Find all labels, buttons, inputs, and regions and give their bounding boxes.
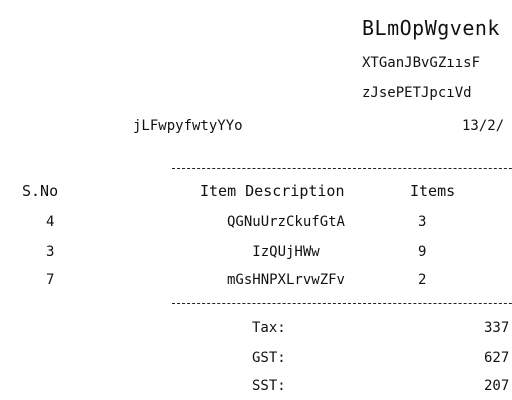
column-header-sno: S.No [22, 182, 59, 200]
row-3-qty: 2 [418, 272, 427, 288]
bottom-divider [172, 303, 512, 304]
column-header-items: Items [410, 182, 456, 200]
sst-value: 207 [484, 378, 510, 394]
receipt-date: 13/2/ [462, 118, 505, 134]
row-3-description: mGsHNPXLrvwZFv [226, 272, 345, 288]
tax-value: 337 [484, 320, 510, 336]
row-3-sno: 7 [46, 272, 55, 288]
tax-label: Tax: [252, 320, 286, 336]
gst-value: 627 [484, 350, 510, 366]
row-1-qty: 3 [418, 214, 427, 230]
store-name: BLmOpWgvenk [362, 16, 500, 40]
row-2-qty: 9 [418, 244, 427, 260]
row-1-sno: 4 [46, 214, 55, 230]
top-divider [172, 168, 512, 169]
gst-label: GST: [252, 350, 286, 366]
row-2-sno: 3 [46, 244, 55, 260]
header-line-2: zJsePETJpcıVd [362, 85, 472, 101]
header-line-1: XTGanJBvGZıısF [362, 55, 481, 71]
sst-label: SST: [252, 378, 286, 394]
customer-name: jLFwpyfwtyYYo [133, 118, 243, 134]
row-1-description: QGNuUrzCkufGtA [226, 214, 345, 230]
column-header-description: Item Description [200, 182, 345, 200]
row-2-description: IzQUjHWw [252, 244, 320, 260]
